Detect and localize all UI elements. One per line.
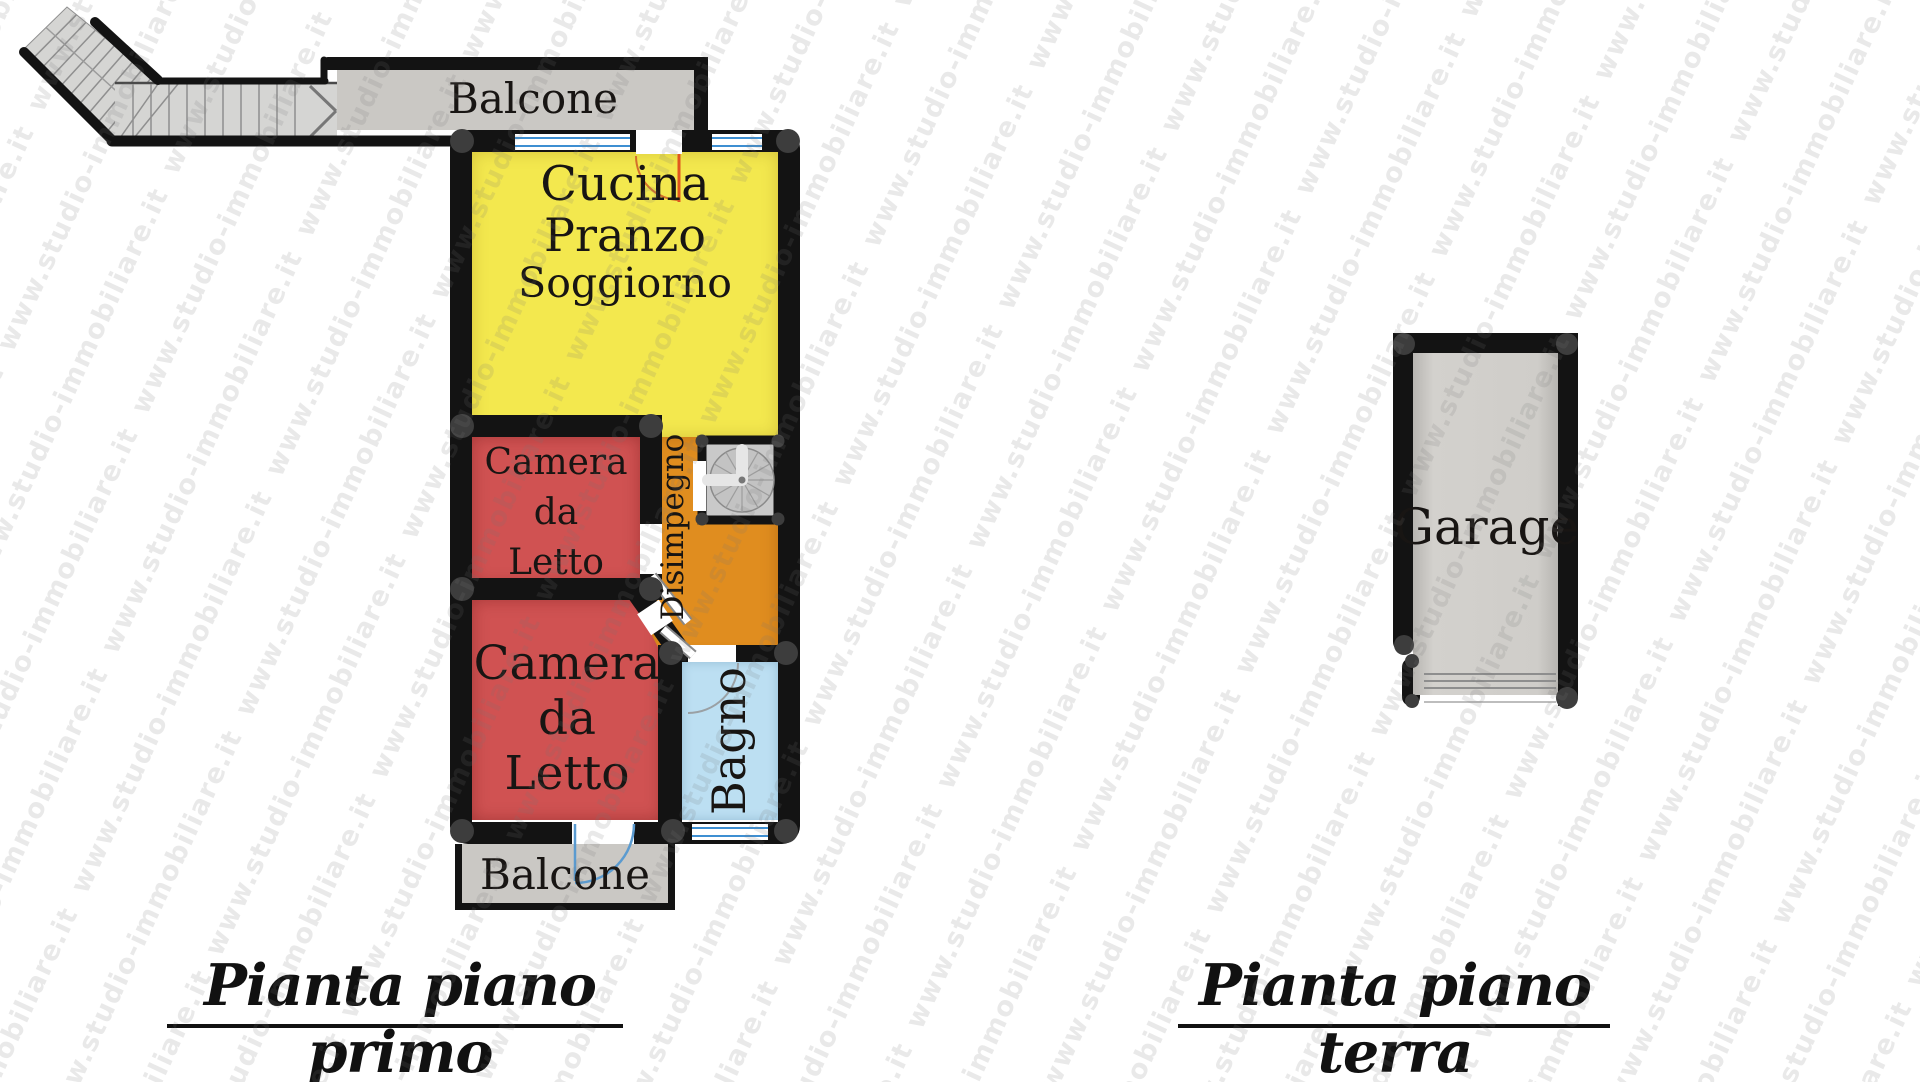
title-piano-primo-underline	[167, 1024, 623, 1028]
window-cucina-left	[515, 134, 630, 150]
garage-wall-right	[1558, 333, 1578, 706]
label-camera1-line1: Camera	[484, 442, 628, 483]
window-bagno	[692, 824, 768, 840]
watermark-text: www.studio-immobiliare.it	[0, 360, 11, 773]
watermark-text: www.studio-immobiliare.it	[1063, 443, 1279, 857]
room-camera1	[472, 437, 640, 585]
label-bagno: Bagno	[702, 667, 756, 815]
watermark-text: www.studio-immobiliare.it	[229, 308, 444, 721]
watermark-text: www.studio-immobiliare.it	[0, 0, 101, 54]
watermark-text: www.studio-immobiliare.it	[125, 5, 340, 419]
door-gap-camera1	[640, 524, 662, 574]
watermark-text: www.studio-immobiliare.it	[1825, 37, 1920, 450]
watermark-text: www.studio-immobiliare.it	[1764, 516, 1920, 930]
label-disimpegno: Disimpegno	[655, 433, 691, 621]
watermark-text: www.studio-immobiliare.it	[21, 0, 235, 116]
label-cucina-line1: Cucina	[540, 156, 710, 212]
watermark-text: www.studio-immobiliare.it	[1094, 204, 1309, 617]
balcony-right-wall	[694, 57, 708, 135]
watermark-text: www.studio-immobiliare.it	[825, 78, 1041, 492]
label-cucina-line2: Pranzo	[544, 208, 706, 262]
watermark-text: www.studio-immobiliare.it	[1705, 996, 1919, 1082]
room-cucina	[472, 152, 778, 437]
watermark-text: www.studio-immobiliare.it	[1154, 0, 1368, 137]
watermark-text: www.studio-immobiliare.it	[0, 662, 115, 1076]
watermark-text: www.studio-immobiliare.it	[929, 381, 1145, 794]
stairs-direction-arrow-icon	[308, 84, 338, 139]
label-cucina-line3: Soggiorno	[518, 259, 732, 307]
garage-wall-left	[1393, 333, 1413, 652]
watermark-text: www.studio-immobiliare.it	[1600, 693, 1815, 1082]
watermark-text: www.studio-immobiliare.it	[886, 0, 1100, 12]
door-gap-balcone	[572, 820, 634, 844]
garage-floor	[1413, 353, 1558, 695]
label-balcone-top: Balcone	[447, 74, 619, 123]
label-camera1-line3: Letto	[508, 542, 604, 583]
watermark-text: www.studio-immobiliare.it	[1020, 0, 1234, 75]
watermark-text: www.studio-immobiliare.it	[899, 620, 1115, 1034]
watermark-text: www.studio-immobiliare.it	[1124, 0, 1339, 377]
watermark-text: www.studio-immobiliare.it	[198, 547, 414, 961]
watermark-text: www.studio-immobiliare.it	[0, 422, 146, 836]
label-camera1-line2: da	[533, 492, 579, 533]
wall-camera2-bagno	[658, 645, 682, 822]
watermark-text: www.studio-immobiliare.it	[1587, 0, 1801, 85]
watermark-text: www.studio-immobiliare.it	[0, 0, 72, 294]
watermark-text: www.studio-immobiliare.it	[1898, 579, 1920, 992]
wall-camera1-camera2	[450, 578, 662, 600]
watermark-text: www.studio-immobiliare.it	[1422, 0, 1638, 263]
title-piano-terra: Pianta piano terra	[1199, 952, 1592, 1082]
watermark-text: www.studio-immobiliare.it	[1721, 0, 1920, 148]
watermark-text: www.studio-immobiliare.it	[259, 68, 474, 482]
label-balcone-bottom: Balcone	[479, 850, 651, 899]
watermark-text: www.studio-immobiliare.it	[1839, 1059, 1920, 1082]
watermark-text: www.studio-immobiliare.it	[64, 485, 280, 898]
label-camera2-line1: Camera	[473, 636, 661, 691]
balcony-bottom-area	[455, 844, 675, 910]
label-cucina: Cucina Pranzo Soggiorno	[472, 158, 778, 306]
watermark-text: www.studio-immobiliare.it	[0, 120, 42, 534]
window-cucina-right	[712, 134, 762, 150]
door-gap-bagno	[688, 645, 736, 662]
label-camera2-line2: da	[537, 691, 597, 746]
watermark-text: www.studio-immobiliare.it	[319, 0, 533, 2]
balcony-top-wall	[322, 57, 708, 70]
label-camera2: Camera da Letto	[472, 636, 662, 801]
label-camera1: Camera da Letto	[472, 438, 640, 588]
door-gap-cucina	[636, 130, 682, 154]
watermark-text: www.studio-immobiliare.it	[454, 0, 668, 64]
watermark-text: www.studio-immobiliare.it	[94, 245, 310, 659]
watermark-text: www.studio-immobiliare.it	[795, 318, 1011, 732]
watermark-text: www.studio-immobiliare.it	[1794, 277, 1920, 690]
watermark-text: www.studio-immobiliare.it	[0, 902, 85, 1082]
watermark-text: www.studio-immobiliare.it	[1630, 454, 1846, 867]
balcony-top-area	[337, 70, 694, 130]
title-piano-primo: Pianta piano primo	[204, 952, 597, 1082]
watermark-text: www.studio-immobiliare.it	[869, 860, 1084, 1082]
watermark-text: www.studio-immobiliare.it	[1289, 0, 1503, 200]
wall-cucina-camera1	[450, 415, 662, 437]
garage-wall-top	[1393, 333, 1578, 353]
watermark-text: www.studio-immobiliare.it	[990, 0, 1205, 315]
watermark-text: www.studio-immobiliare.it	[1453, 0, 1667, 23]
watermark-text: www.studio-immobiliare.it	[1855, 0, 1920, 211]
watermark-text: www.studio-immobiliare.it	[1660, 214, 1876, 628]
watermark-text: www.studio-immobiliare.it	[1556, 0, 1772, 325]
watermark-text: www.studio-immobiliare.it	[1198, 506, 1413, 919]
watermark-text: www.studio-immobiliare.it	[705, 1038, 919, 1082]
watermark-text: www.studio-immobiliare.it	[0, 183, 176, 596]
watermark-text: www.studio-immobiliare.it	[960, 141, 1175, 555]
watermark-text: www.studio-immobiliare.it	[1690, 0, 1906, 388]
watermark-text: www.studio-immobiliare.it	[856, 0, 1071, 252]
label-garage: Garage	[1394, 498, 1580, 556]
label-camera2-line3: Letto	[504, 746, 630, 801]
watermark-text: www.studio-immobiliare.it	[0, 0, 206, 356]
title-piano-terra-underline	[1178, 1024, 1610, 1028]
watermark-text: www.studio-immobiliare.it	[1868, 819, 1920, 1082]
watermark-text: www.studio-immobiliare.it	[1734, 756, 1920, 1082]
